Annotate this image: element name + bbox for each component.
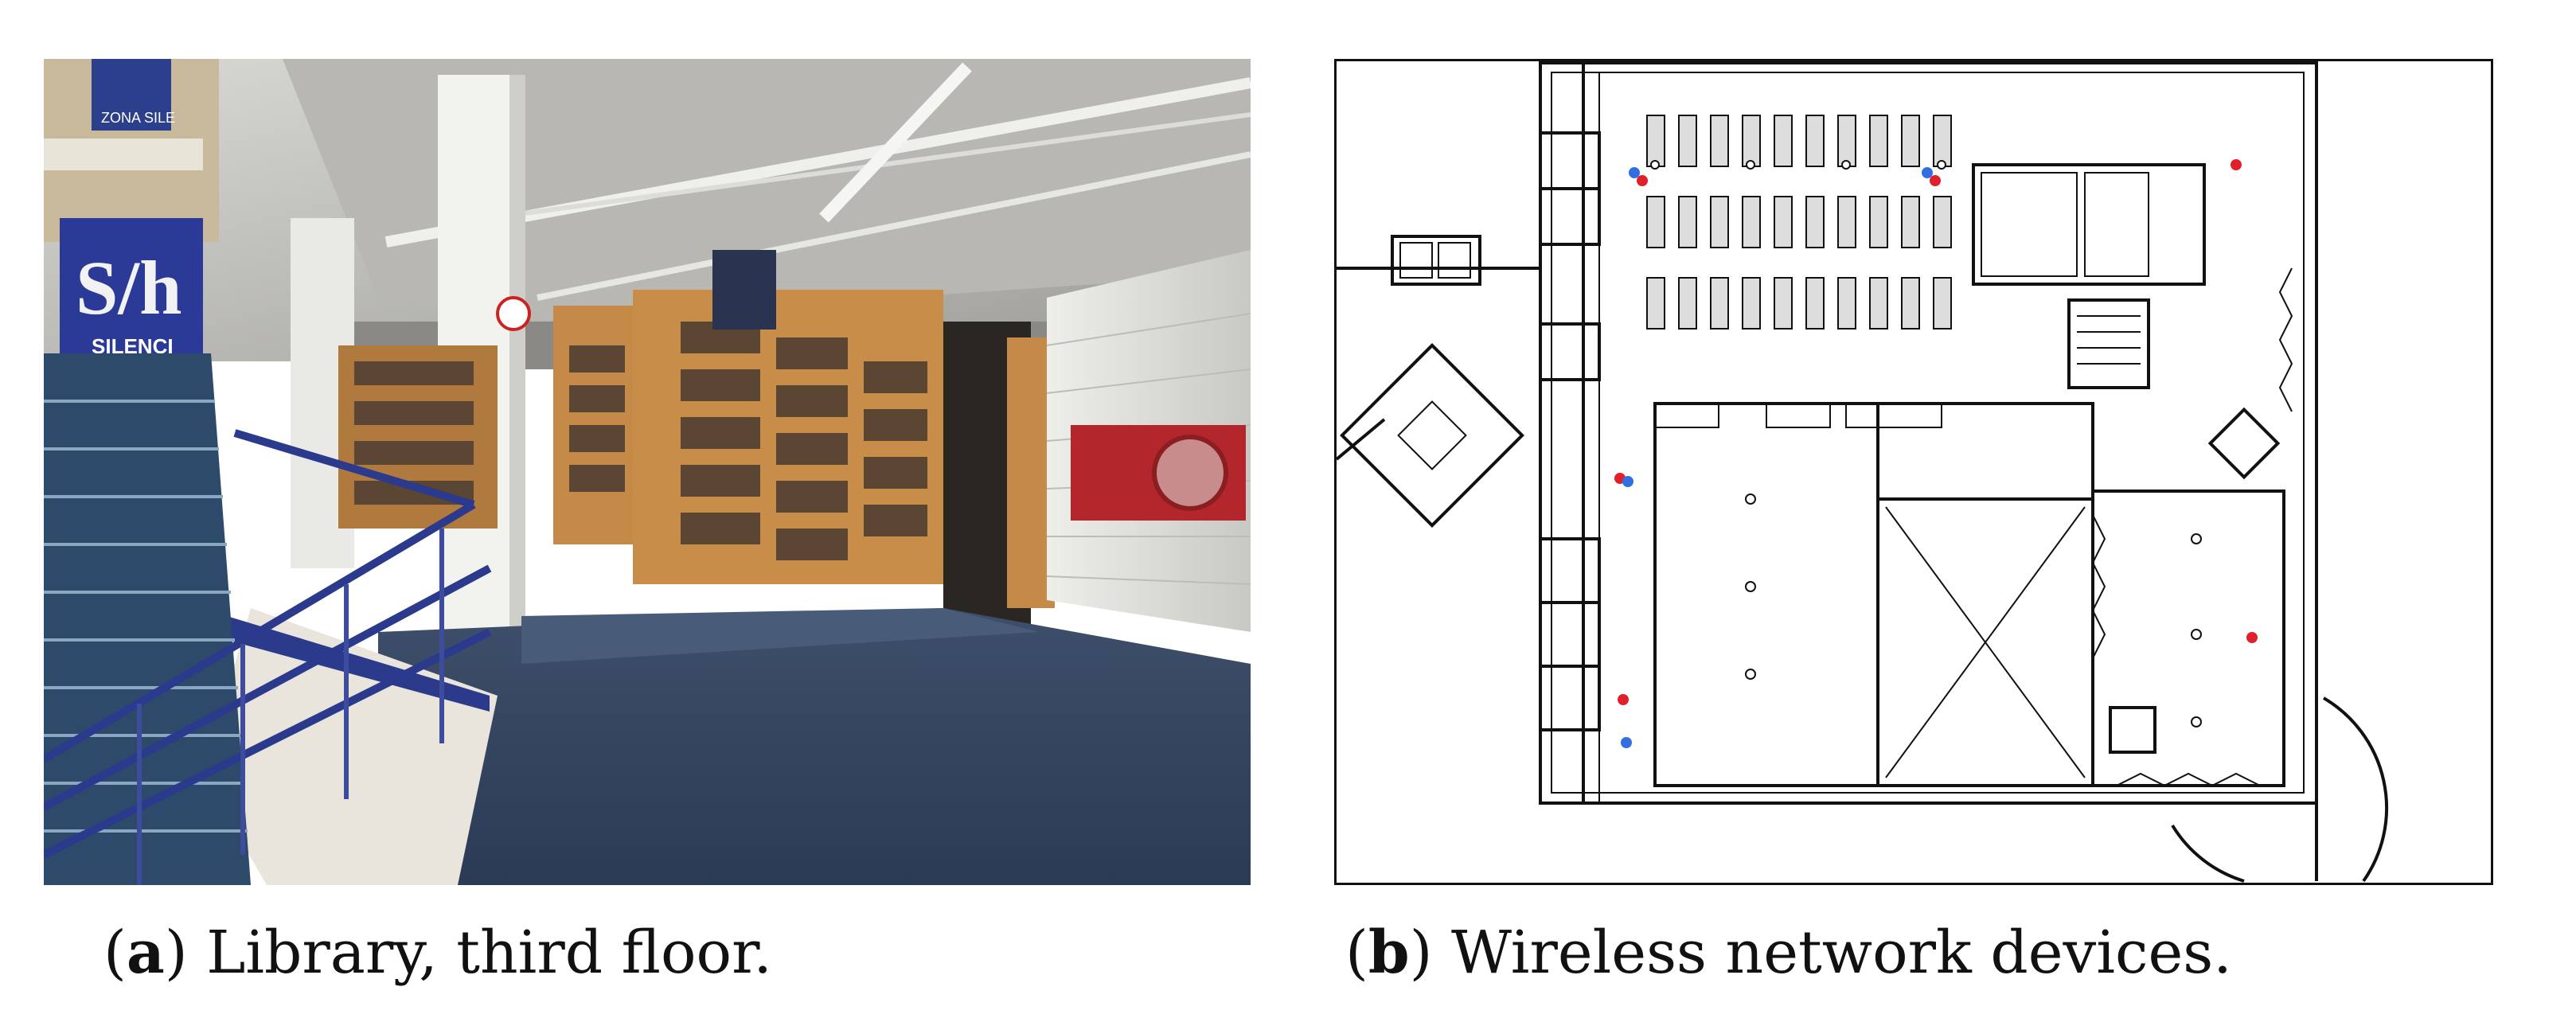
device-blue bbox=[1922, 167, 1933, 178]
caption-b: (b) Wireless network devices. bbox=[1345, 919, 2232, 987]
device-red bbox=[2231, 159, 2242, 170]
device-red bbox=[2246, 632, 2258, 643]
floor-plan-drawing bbox=[1337, 61, 2389, 883]
caption-a-letter: a bbox=[126, 919, 165, 987]
caption-b-letter: b bbox=[1368, 919, 1410, 987]
banner-logo: S/h bbox=[76, 245, 181, 330]
upper-sign-text: ZONA SILE bbox=[101, 110, 175, 126]
device-blue bbox=[1622, 476, 1633, 487]
device-red bbox=[1618, 694, 1629, 705]
caption-b-text: ) Wireless network devices. bbox=[1409, 919, 2232, 987]
library-photo-drawing: ZONA SILE S/h SILENCI bbox=[44, 59, 1251, 885]
device-red bbox=[1637, 175, 1648, 186]
floor-plan bbox=[1334, 59, 2493, 885]
device-blue bbox=[1621, 737, 1632, 748]
caption-a-text: ) Library, third floor. bbox=[164, 919, 772, 987]
device-red bbox=[1930, 175, 1941, 186]
device-blue bbox=[1629, 167, 1640, 178]
caption-a: (a) Library, third floor. bbox=[103, 919, 772, 987]
library-photo: ZONA SILE S/h SILENCI bbox=[44, 59, 1251, 885]
